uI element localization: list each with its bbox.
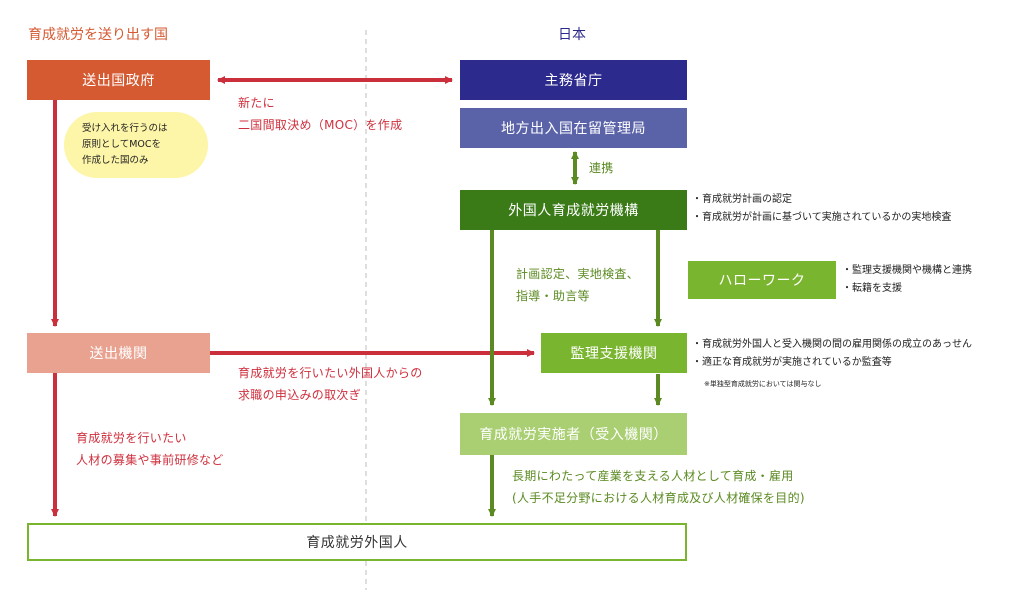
certification-label-line-1: 計画認定、実地検査、 xyxy=(516,267,640,281)
callout-line-3: 作成した国のみ xyxy=(82,155,149,166)
organization-notes: ・育成就労計画の認定 ・育成就労が計画に基づいて実施されているかの実地検査 xyxy=(692,191,951,227)
immigration-bureau-box: 地方出入国在留管理局 xyxy=(460,108,687,148)
sending-government-box: 送出国政府 xyxy=(27,60,210,100)
long-term-label-line-1: 長期にわたって産業を支える人材として育成・雇用 xyxy=(512,469,794,483)
ministries-box: 主務省庁 xyxy=(460,60,687,100)
moc-label: 新たに 二国間取決め（MOC）を作成 xyxy=(238,92,402,136)
supervising-note-2: ・適正な育成就労が実施されているか監査等 xyxy=(692,357,892,368)
callout-line-2: 原則としてMOCを xyxy=(82,139,162,150)
long-term-label: 長期にわたって産業を支える人材として育成・雇用 (人手不足分野における人材育成及… xyxy=(512,465,805,509)
referral-label-line-1: 育成就労を行いたい外国人からの xyxy=(238,366,423,380)
implementer-box: 育成就労実施者（受入機関） xyxy=(460,413,687,455)
certification-label: 計画認定、実地検査、 指導・助言等 xyxy=(516,263,639,307)
moc-callout: 受け入れを行うのは 原則としてMOCを 作成した国のみ xyxy=(64,112,208,178)
supervising-small-note: ※単独型育成就労においては関与なし xyxy=(704,380,822,388)
sending-agency-box: 送出機関 xyxy=(27,333,210,373)
referral-label: 育成就労を行いたい外国人からの 求職の申込みの取次ぎ xyxy=(238,362,423,406)
hello-work-notes: ・監理支援機関や機構と連携 ・転籍を支援 xyxy=(842,262,972,298)
organization-note-2: ・育成就労が計画に基づいて実施されているかの実地検査 xyxy=(692,212,952,223)
hello-work-box: ハローワーク xyxy=(688,261,836,299)
supervising-notes: ・育成就労外国人と受入機関の間の雇用関係の成立のあっせん ・適正な育成就労が実施… xyxy=(692,336,972,372)
supervising-organization-box: 監理支援機関 xyxy=(541,333,687,373)
organization-note-1: ・育成就労計画の認定 xyxy=(692,194,792,205)
long-term-label-line-2: (人手不足分野における人材育成及び人材確保を目的) xyxy=(512,491,805,505)
certification-label-line-2: 指導・助言等 xyxy=(516,289,590,303)
recruitment-label-line-2: 人材の募集や事前研修など xyxy=(76,453,224,467)
sending-country-header: 育成就労を送り出す国 xyxy=(28,27,168,43)
moc-label-line-2: 二国間取決め（MOC）を作成 xyxy=(238,118,403,132)
recruitment-label: 育成就労を行いたい 人材の募集や事前研修など xyxy=(76,427,224,471)
supervising-note-1: ・育成就労外国人と受入機関の間の雇用関係の成立のあっせん xyxy=(692,339,972,350)
hello-work-note-1: ・監理支援機関や機構と連携 xyxy=(842,265,972,276)
cooperation-label: 連携 xyxy=(589,161,614,175)
callout-line-1: 受け入れを行うのは xyxy=(82,123,168,134)
recruitment-label-line-1: 育成就労を行いたい xyxy=(76,431,187,445)
japan-header: 日本 xyxy=(558,27,586,43)
training-organization-box: 外国人育成就労機構 xyxy=(460,190,687,230)
hello-work-note-2: ・転籍を支援 xyxy=(842,283,902,294)
foreign-worker-box: 育成就労外国人 xyxy=(27,523,687,561)
referral-label-line-2: 求職の申込みの取次ぎ xyxy=(238,388,362,402)
moc-label-line-1: 新たに xyxy=(238,96,275,110)
